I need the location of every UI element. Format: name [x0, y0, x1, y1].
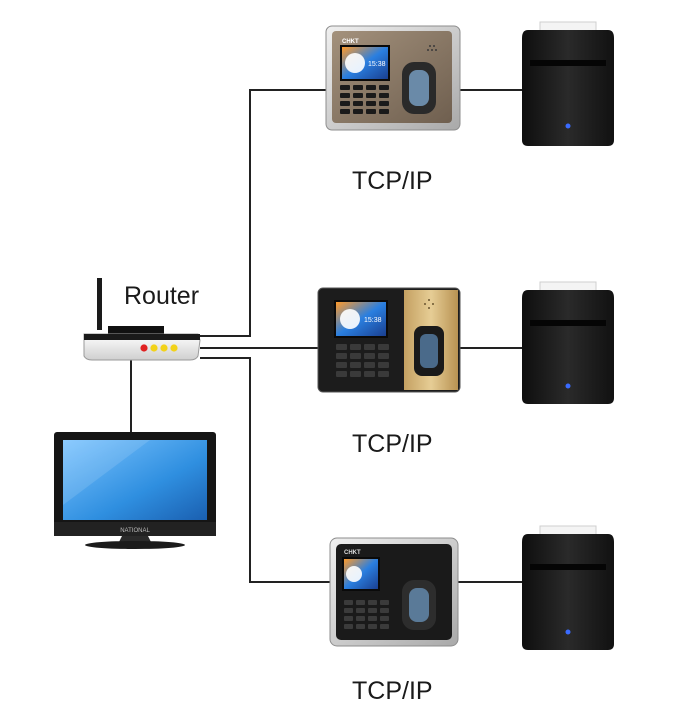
connection-lines — [130, 89, 522, 583]
terminal-3-keypad — [344, 600, 389, 629]
branch-3-connection-label: TCP/IP — [352, 677, 433, 705]
monitor-icon: NATIONAL — [54, 432, 216, 549]
router-led — [150, 344, 158, 352]
branch-1-connection-label: TCP/IP — [352, 167, 433, 195]
router-led-red — [140, 344, 148, 352]
terminal-2-time: 15:38 — [364, 317, 382, 324]
monitor-screen — [63, 440, 207, 520]
terminal-1-keypad — [340, 85, 389, 114]
router-label: Router — [124, 282, 200, 310]
printer-3-status-led — [565, 629, 571, 635]
printer-1-status-led — [565, 123, 571, 129]
receipt-printer-2 — [522, 281, 614, 404]
attendance-terminal-2: 15:38 — [317, 287, 461, 393]
router-to-terminal-1-line — [200, 89, 326, 337]
monitor-brand: NATIONAL — [120, 528, 150, 534]
branch-2-connection-label: TCP/IP — [352, 430, 433, 458]
router-to-terminal-3-line — [200, 357, 330, 583]
terminal-1-time: 15:38 — [368, 61, 386, 68]
receipt-printer-3 — [522, 525, 614, 650]
router-antenna — [97, 278, 102, 330]
printer-2-status-led — [565, 383, 571, 389]
terminal-2-keypad — [336, 344, 389, 377]
attendance-terminal-3: CHKT — [329, 537, 459, 647]
router-led — [170, 344, 178, 352]
router-icon — [83, 278, 201, 361]
router-led — [160, 344, 168, 352]
attendance-terminal-1: CHKT 15:38 — [325, 25, 461, 131]
receipt-printer-1 — [522, 21, 614, 146]
terminal-brand: CHKT — [342, 39, 359, 45]
terminal-brand: CHKT — [344, 550, 361, 556]
